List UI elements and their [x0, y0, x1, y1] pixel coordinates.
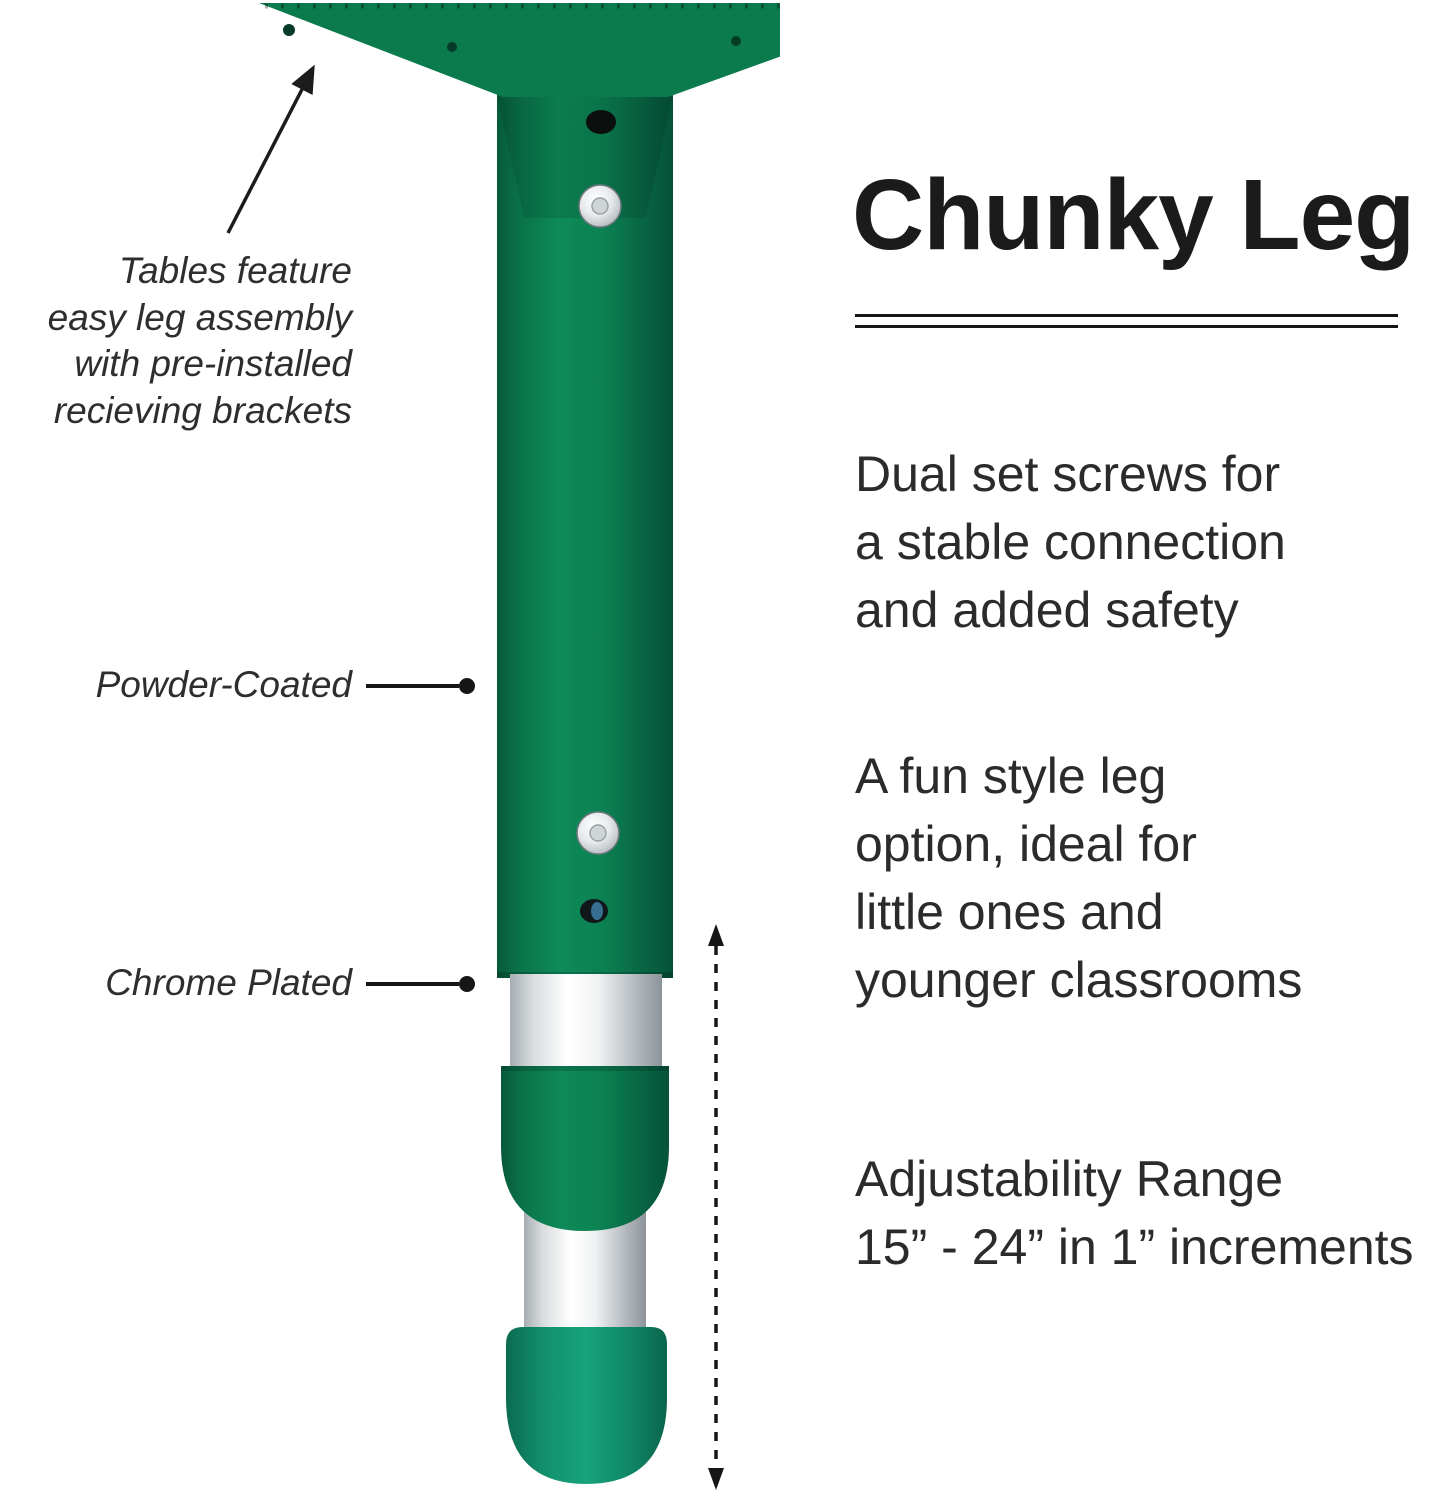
plate-screw-holes — [283, 24, 741, 52]
set-screw-hole-top — [586, 110, 616, 134]
powder-coated-leader — [366, 678, 475, 694]
set-screw-lower — [576, 811, 620, 855]
assembly-arrow-icon — [226, 64, 315, 234]
mounting-plate — [259, 3, 780, 97]
chrome-plated-label: Chrome Plated — [105, 962, 352, 1003]
adjustment-collar — [501, 1066, 669, 1231]
double-underline — [855, 314, 1398, 328]
powder-coated-label: Powder-Coated — [95, 664, 352, 705]
feature-adjustability: Adjustability Range 15” - 24” in 1” incr… — [855, 1151, 1414, 1275]
foot-cap — [506, 1327, 667, 1484]
page-title: Chunky Leg — [852, 159, 1415, 271]
collar-top-edge — [501, 1066, 669, 1071]
adjustment-hole — [580, 899, 608, 923]
assembly-note: Tables feature easy leg assembly with pr… — [47, 250, 352, 431]
feature-fun-style: A fun style leg option, ideal for little… — [855, 748, 1303, 1008]
feature-dual-screws: Dual set screws for a stable connection … — [855, 446, 1286, 638]
tube-shadow — [497, 96, 673, 218]
chrome-plated-leader — [366, 976, 475, 992]
chrome-upper-section — [510, 974, 662, 1074]
adjustability-arrow-icon — [708, 924, 724, 1490]
product-illustration — [226, 3, 780, 1490]
set-screw-upper — [578, 184, 622, 228]
